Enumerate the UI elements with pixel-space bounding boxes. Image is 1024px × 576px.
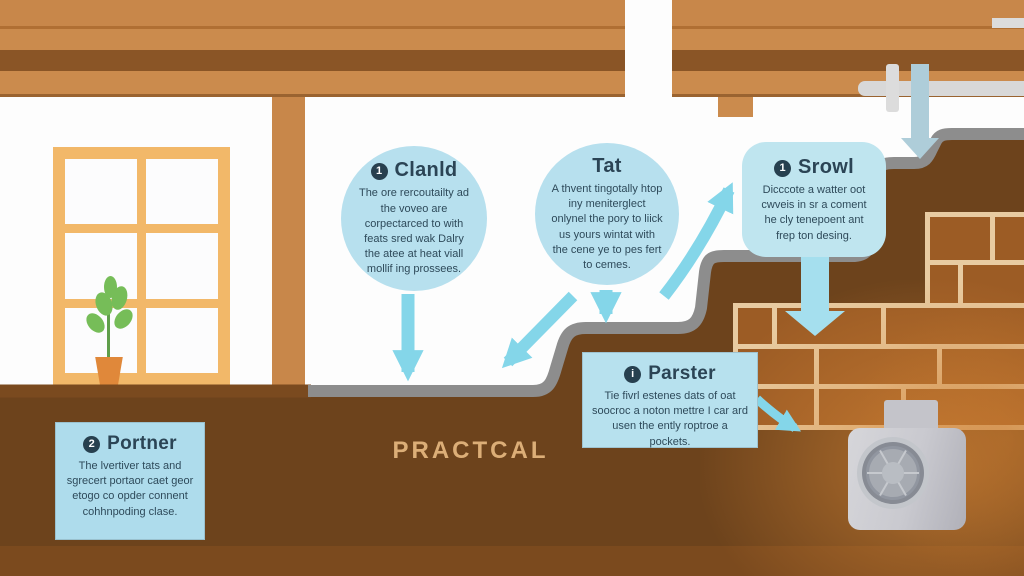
plant-pot bbox=[95, 357, 123, 385]
callout-title: Srowl bbox=[798, 156, 854, 178]
ceiling-dark-joist bbox=[0, 50, 1024, 71]
callout-title: Tat bbox=[592, 154, 622, 177]
callout-title: Portner bbox=[107, 433, 177, 454]
callout-parster-header: i Parster bbox=[591, 363, 749, 385]
callout-clanld: 1 Clanld The ore rercoutailty ad the vove… bbox=[341, 146, 487, 291]
window-pane bbox=[146, 307, 218, 373]
callout-body: The lvertiver tats and sgrecert portaor … bbox=[66, 460, 194, 518]
ceiling-notch bbox=[718, 97, 753, 117]
window-pane bbox=[146, 159, 218, 225]
pipe-stub bbox=[992, 18, 1024, 28]
window bbox=[53, 147, 230, 385]
callout-portner: 2 Portner The lvertiver tats and sgrecert… bbox=[55, 422, 205, 540]
chimney-gap bbox=[625, 0, 672, 97]
callout-title: Clanld bbox=[394, 159, 458, 182]
callout-clanld-header: 1 Clanld bbox=[357, 159, 471, 182]
plant-stem bbox=[107, 298, 110, 360]
fan-hub bbox=[882, 462, 904, 484]
callout-parster: i Parster Tie fivrl estenes dats of oat s… bbox=[582, 352, 758, 448]
window-pane bbox=[65, 159, 137, 225]
callout-tat: Tat A thvent tingotally htop iny meniter… bbox=[535, 143, 679, 285]
pipe-valve bbox=[886, 64, 899, 112]
brick-row bbox=[930, 217, 1024, 260]
ceiling-seam-line bbox=[0, 26, 1024, 29]
window-pane bbox=[146, 233, 218, 299]
brick bbox=[930, 217, 990, 260]
ceiling-band-bottom bbox=[0, 71, 1024, 97]
watermark-text: PRACTCAL bbox=[392, 437, 549, 464]
callout-body: Dicccote a watter oot cwveis in sr a com… bbox=[761, 184, 867, 242]
number-1-icon: 1 bbox=[370, 163, 388, 181]
callout-body: A thvent tingotally htop iny meniterglec… bbox=[551, 182, 663, 271]
callout-body: Tie fivrl estenes dats of oat soocroc a … bbox=[592, 390, 748, 448]
pipe-horizontal bbox=[858, 81, 1024, 96]
ceiling-band-mid bbox=[0, 29, 1024, 50]
plant-leaf bbox=[104, 276, 117, 298]
callout-body: The ore rercoutailty ad the voveo are co… bbox=[358, 187, 470, 276]
callout-srowl: 1 Srowl Dicccote a watter oot cwveis in s… bbox=[742, 142, 886, 257]
number-1-icon: 1 bbox=[774, 160, 792, 177]
wall-stud-post bbox=[272, 97, 305, 391]
number-2-icon: 2 bbox=[83, 436, 101, 453]
brick bbox=[995, 217, 1024, 260]
callout-title: Parster bbox=[648, 363, 716, 384]
callout-srowl-header: 1 Srowl bbox=[754, 156, 874, 179]
callout-portner-header: 2 Portner bbox=[64, 433, 196, 455]
ceiling-band-top bbox=[0, 0, 1024, 26]
info-icon: i bbox=[624, 366, 642, 383]
